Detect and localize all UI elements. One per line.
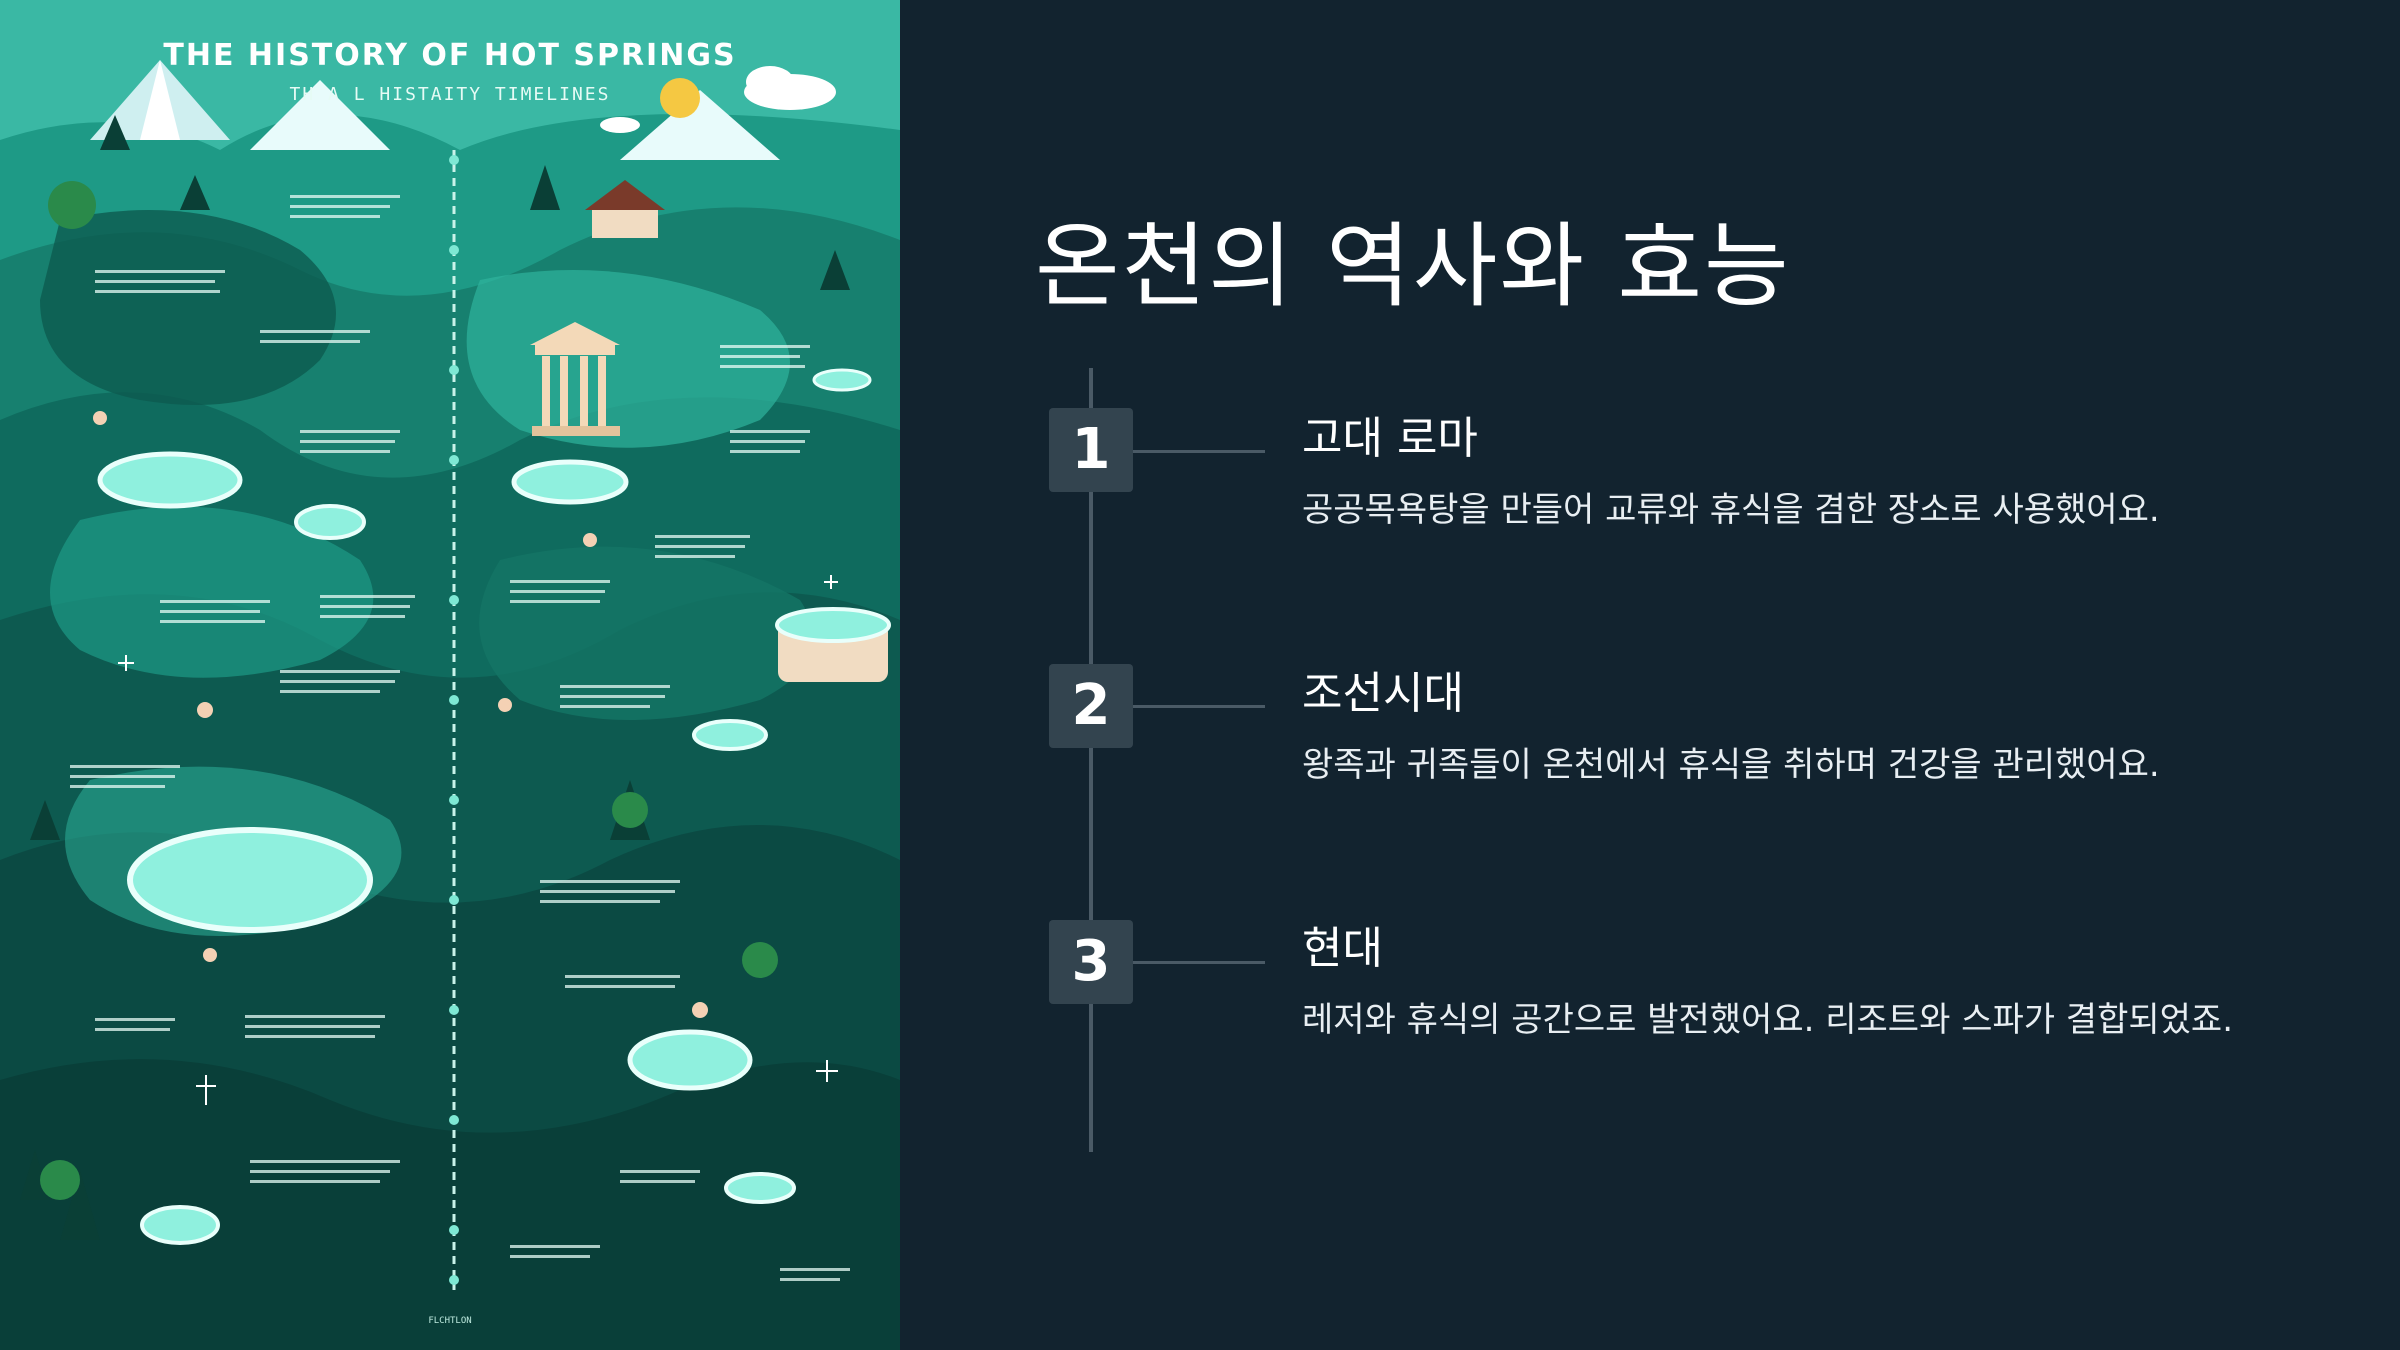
illustration-art [0, 60, 900, 1350]
connector-1 [1133, 450, 1265, 453]
step-badge-3: 3 [1049, 920, 1133, 1004]
step-badge-1: 1 [1049, 408, 1133, 492]
item-title-3: 현대 [1302, 923, 1383, 974]
poster-subtitle: TH A L HISTAITY TIMELINES [289, 84, 611, 105]
item-title-1: 고대 로마 [1302, 413, 1478, 464]
item-desc-3: 레저와 휴식의 공간으로 발전했어요. 리조트와 스파가 결합되었죠. [1302, 1000, 2234, 1040]
poster-title: THE HISTORY OF HOT SPRINGS [163, 38, 737, 73]
timeline-line [1089, 368, 1093, 1152]
hot-springs-illustration: THE HISTORY OF HOT SPRINGS TH A L HISTAI… [0, 0, 900, 1350]
connector-3 [1133, 961, 1265, 964]
item-desc-2: 왕족과 귀족들이 온천에서 휴식을 취하며 건강을 관리했어요. [1302, 745, 2160, 785]
slide-title: 온천의 역사와 효능 [1035, 213, 1791, 320]
step-badge-2: 2 [1049, 664, 1133, 748]
item-title-2: 조선시대 [1302, 668, 1464, 719]
connector-2 [1133, 705, 1265, 708]
poster-footer: FLCHTLON [428, 1316, 472, 1326]
item-desc-1: 공공목욕탕을 만들어 교류와 휴식을 겸한 장소로 사용했어요. [1302, 490, 2160, 530]
